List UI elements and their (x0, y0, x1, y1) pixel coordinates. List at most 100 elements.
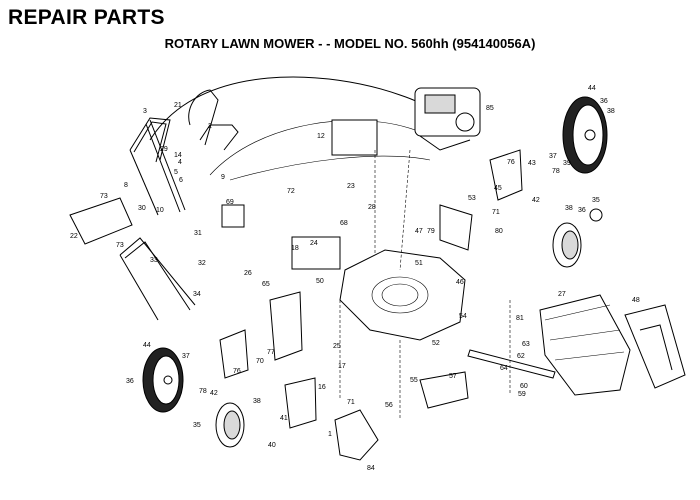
label-50: 50 (316, 278, 324, 285)
label-42-a: 42 (532, 197, 540, 204)
label-45-a: 45 (494, 185, 502, 192)
label-73-b: 73 (116, 242, 124, 249)
label-69: 69 (226, 199, 234, 206)
label-43-a: 43 (528, 160, 536, 167)
label-23: 23 (347, 183, 355, 190)
label-72: 72 (287, 188, 295, 195)
label-12: 12 (317, 133, 325, 140)
mower-deck (339, 249, 466, 341)
engine (414, 87, 481, 151)
label-4: 4 (178, 159, 182, 166)
label-78-a: 78 (552, 168, 560, 175)
label-40: 40 (268, 442, 276, 449)
label-36-bottom: 36 (126, 378, 134, 385)
label-27: 27 (558, 291, 566, 298)
label-65: 65 (262, 281, 270, 288)
label-71-b: 71 (347, 399, 355, 406)
side-plate (219, 329, 249, 379)
mower-blade (467, 349, 556, 379)
label-47: 47 (415, 228, 423, 235)
label-5: 5 (174, 169, 178, 176)
label-78-bottom: 78 (199, 388, 207, 395)
label-2: 2 (208, 123, 212, 130)
label-37-a: 37 (549, 153, 557, 160)
label-59: 59 (518, 391, 526, 398)
label-51: 51 (415, 260, 423, 267)
label-57: 57 (449, 373, 457, 380)
label-10: 10 (156, 207, 164, 214)
height-plate-2 (291, 236, 341, 270)
lower-handle (119, 237, 196, 321)
bag-frame (624, 304, 686, 389)
bracket-plate (331, 119, 378, 156)
label-16: 16 (318, 384, 326, 391)
label-14: 14 (174, 152, 182, 159)
control-cable-2 (209, 120, 416, 176)
label-38-bottom: 38 (253, 398, 261, 405)
label-17: 17 (338, 363, 346, 370)
bail-handle (188, 89, 219, 146)
height-plate-1 (221, 204, 245, 228)
label-38-mid: 38 (565, 205, 573, 212)
adjuster-lever-front (284, 377, 317, 429)
rear-bracket (439, 204, 473, 251)
control-cable (149, 76, 431, 141)
label-79: 79 (427, 228, 435, 235)
control-bail (199, 124, 239, 151)
label-25: 25 (333, 343, 341, 350)
page-title: REPAIR PARTS (8, 6, 165, 29)
label-30: 30 (138, 205, 146, 212)
label-60: 60 (520, 383, 528, 390)
label-42-bottom: 42 (210, 390, 218, 397)
label-54: 54 (459, 313, 467, 320)
label-21: 21 (174, 102, 182, 109)
label-8: 8 (124, 182, 128, 189)
leader-2 (399, 149, 411, 271)
label-34: 34 (193, 291, 201, 298)
label-35: 35 (592, 197, 600, 204)
rear-wheel-lower (142, 347, 184, 413)
label-37-bottom: 37 (182, 353, 190, 360)
label-81: 81 (516, 315, 524, 322)
label-39-a: 39 (563, 160, 571, 167)
chute-shroud (334, 409, 379, 461)
adjuster-lever-right (489, 149, 523, 201)
label-33: 33 (150, 257, 158, 264)
upper-handle (129, 117, 186, 216)
label-22: 22 (70, 233, 78, 240)
label-55: 55 (410, 377, 418, 384)
label-44-bottom: 44 (143, 342, 151, 349)
label-48: 48 (632, 297, 640, 304)
label-84: 84 (367, 465, 375, 472)
label-28: 28 (368, 204, 376, 211)
label-9: 9 (221, 174, 225, 181)
label-29: 29 (160, 146, 168, 153)
label-76-bottom: 76 (233, 368, 241, 375)
adjuster-lever-left (269, 291, 303, 361)
label-56: 56 (385, 402, 393, 409)
label-64: 64 (500, 365, 508, 372)
label-73-a: 73 (100, 193, 108, 200)
label-24: 24 (310, 240, 318, 247)
label-68: 68 (340, 220, 348, 227)
front-wheel-right (552, 208, 603, 268)
label-26: 26 (244, 270, 252, 277)
label-77: 77 (267, 349, 275, 356)
label-63: 63 (522, 341, 530, 348)
model-subtitle: ROTARY LAWN MOWER - - MODEL NO. 560hh (9… (164, 36, 536, 51)
label-71-a: 71 (492, 209, 500, 216)
label-46-a: 46 (456, 279, 464, 286)
label-36-top: 36 (600, 98, 608, 105)
label-32: 32 (198, 260, 206, 267)
label-38-top: 38 (607, 108, 615, 115)
label-53: 53 (468, 195, 476, 202)
label-85: 85 (486, 105, 494, 112)
label-35-bottom: 35 (193, 422, 201, 429)
label-31: 31 (194, 230, 202, 237)
mulch-plug (419, 371, 469, 409)
label-76-a: 76 (507, 159, 515, 166)
label-3: 3 (143, 108, 147, 115)
label-70: 70 (256, 358, 264, 365)
label-80: 80 (495, 228, 503, 235)
rear-flap (69, 197, 133, 245)
